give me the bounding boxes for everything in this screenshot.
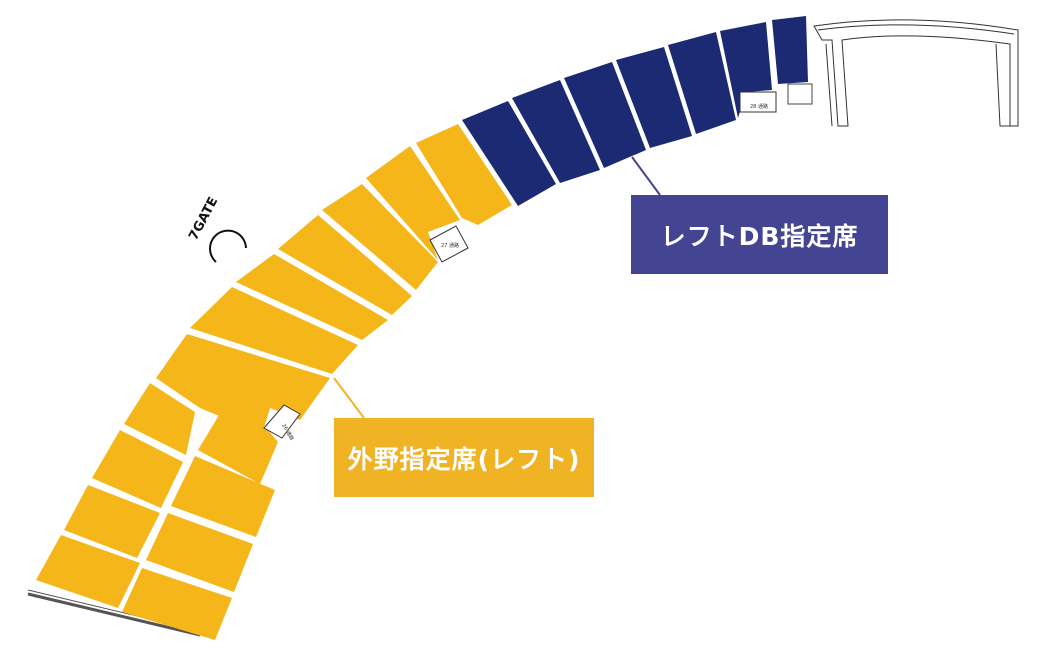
foul-pole-structure	[813, 19, 1019, 127]
aisle-28: 28 通路	[739, 91, 777, 113]
seat-block[interactable]	[366, 146, 460, 260]
seat-block[interactable]	[668, 32, 736, 134]
seat-block[interactable]	[720, 22, 772, 118]
aisle-label-28: 28 通路	[750, 103, 768, 110]
seat-block[interactable]	[122, 568, 232, 640]
seat-block[interactable]	[92, 430, 183, 508]
small-empty-block	[787, 83, 813, 105]
db-zone-label[interactable]: レフトDB指定席	[631, 195, 888, 274]
seat-block[interactable]	[171, 456, 275, 537]
outfield-seat-blocks	[36, 124, 512, 640]
seat-block[interactable]	[146, 513, 253, 592]
left-field-wall	[27, 592, 201, 637]
seat-block[interactable]	[36, 535, 140, 608]
seat-block[interactable]	[124, 383, 195, 455]
seat-block[interactable]	[190, 287, 358, 374]
db-zone-label-text: レフトDB指定席	[660, 221, 859, 251]
outfield-zone-label[interactable]: 外野指定席(レフト)	[334, 418, 594, 497]
seat-block[interactable]	[322, 184, 438, 290]
seat-block[interactable]	[616, 47, 692, 148]
seat-block[interactable]	[236, 254, 388, 340]
seat-block[interactable]	[772, 16, 808, 84]
seat-block[interactable]	[462, 101, 556, 206]
seat-block[interactable]	[416, 124, 512, 225]
outfield-zone-label-text: 外野指定席(レフト)	[347, 444, 581, 474]
seat-block[interactable]	[512, 80, 600, 183]
seat-block[interactable]	[64, 485, 160, 558]
gate-7-marker: 7GATE	[186, 195, 247, 263]
outfield-label-pointer	[333, 377, 365, 419]
db-label-pointer	[631, 156, 661, 196]
gate-arc	[209, 229, 247, 263]
aisle-27: 27 通路	[429, 225, 469, 263]
aisle-label-27: 27 通路	[441, 242, 459, 249]
seat-block[interactable]	[278, 215, 412, 315]
seat-block[interactable]	[564, 62, 646, 168]
db-seat-blocks	[462, 16, 808, 206]
